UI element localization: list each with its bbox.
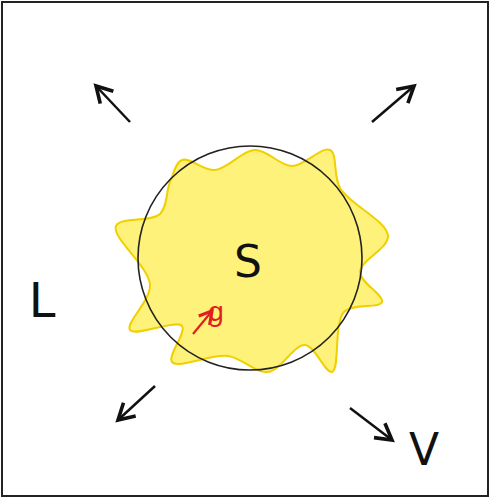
outward-arrow — [350, 408, 392, 440]
solid-blob: S — [110, 140, 400, 390]
outward-arrow — [372, 86, 414, 122]
phase-label: L — [29, 276, 56, 324]
reference-circle — [138, 146, 362, 370]
frame — [2, 2, 488, 496]
gravity-label: g — [208, 299, 225, 325]
region-letter: S — [234, 240, 262, 284]
outward-arrow — [96, 86, 130, 122]
phase-label: V — [409, 428, 439, 472]
blob-shape — [116, 149, 388, 372]
outward-arrow — [118, 386, 155, 420]
